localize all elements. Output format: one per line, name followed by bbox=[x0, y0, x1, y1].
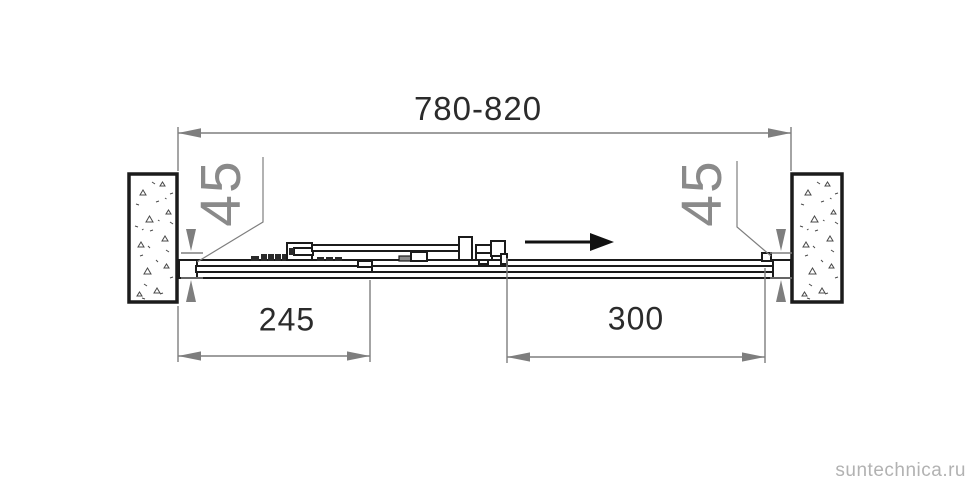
slide-direction-arrow-icon bbox=[525, 233, 614, 251]
roller-clamp-left bbox=[286, 242, 314, 261]
seal-strip bbox=[251, 254, 342, 261]
left-gap-dimension bbox=[181, 157, 264, 302]
upper-guide-rail bbox=[311, 244, 461, 252]
overall-width-label: 780-820 bbox=[413, 90, 543, 127]
right-wall-profile bbox=[772, 259, 792, 279]
left-wall bbox=[127, 172, 179, 304]
left-wall-profile bbox=[178, 259, 198, 279]
opening-width-label: 300 bbox=[607, 300, 665, 337]
leader-line bbox=[196, 157, 264, 263]
opening-width-dimension bbox=[506, 258, 766, 363]
right-gap-label: 45 bbox=[670, 159, 734, 227]
right-gap-dimension bbox=[736, 161, 792, 302]
wall-bracket-right bbox=[761, 252, 772, 262]
door-end-cap bbox=[357, 260, 373, 268]
left-gap-label: 45 bbox=[189, 159, 253, 227]
leader-line bbox=[736, 161, 772, 257]
panel-width-dimension bbox=[177, 280, 371, 362]
roller-carriage bbox=[458, 236, 508, 265]
dim-arrow-right bbox=[768, 128, 791, 138]
dim-arrow-left bbox=[178, 128, 201, 138]
hanger-bracket bbox=[458, 236, 473, 261]
overall-width-dimension bbox=[177, 127, 792, 171]
site-watermark: suntechnica.ru bbox=[835, 460, 966, 481]
panel-width-label: 245 bbox=[258, 301, 316, 338]
right-wall bbox=[790, 172, 844, 304]
track-bracket bbox=[398, 251, 428, 262]
sliding-door-panel bbox=[195, 260, 373, 273]
